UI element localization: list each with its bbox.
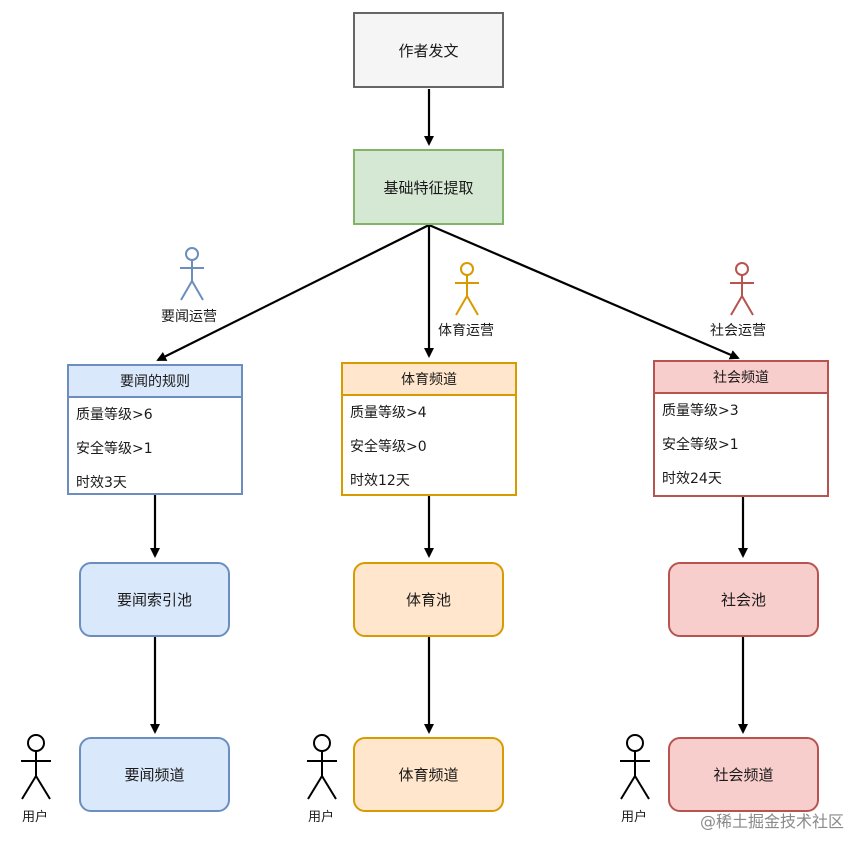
pool-sports: 体育池 <box>353 562 504 637</box>
rule-card-news-quality: 质量等级>6 <box>76 407 153 423</box>
rule-card-sports-quality: 质量等级>4 <box>350 405 427 421</box>
rule-card-sports: 体育频道 质量等级>4 安全等级>0 时效12天 <box>341 362 517 496</box>
rule-card-sports-timeliness: 时效12天 <box>350 473 410 489</box>
channel-news: 要闻频道 <box>79 737 230 812</box>
channel-sports-label: 体育频道 <box>398 766 459 784</box>
operator-social-person-icon <box>730 262 754 316</box>
operator-sports-person-icon <box>455 262 479 316</box>
rule-card-sports-title: 体育频道 <box>401 372 457 388</box>
edge-feature-news <box>156 224 430 361</box>
channel-social-label: 社会频道 <box>713 766 774 784</box>
operator-news-label: 要闻运营 <box>161 309 217 325</box>
pool-news-label: 要闻索引池 <box>116 591 192 609</box>
edge-feature-social <box>428 223 740 360</box>
rule-card-social-header: 社会频道 <box>655 362 827 394</box>
rule-card-social: 社会频道 质量等级>3 安全等级>1 时效24天 <box>653 360 829 497</box>
operator-news-person-icon <box>180 247 204 301</box>
channel-sports: 体育频道 <box>353 737 504 812</box>
operator-social-label: 社会运营 <box>710 323 766 339</box>
user-news-person-icon <box>21 734 51 800</box>
pool-news: 要闻索引池 <box>79 562 230 637</box>
channel-news-label: 要闻频道 <box>124 766 185 784</box>
rule-card-social-quality: 质量等级>3 <box>662 403 739 419</box>
user-social-label: 用户 <box>621 810 648 825</box>
watermark: @稀土掘金技术社区 <box>699 812 844 831</box>
feature-extraction-label: 基础特征提取 <box>383 178 474 197</box>
rule-card-news-safety: 安全等级>1 <box>76 441 153 457</box>
rule-card-sports-header: 体育频道 <box>343 364 515 396</box>
operator-sports-label: 体育运营 <box>438 323 494 339</box>
rule-card-news: 要闻的规则 质量等级>6 安全等级>1 时效3天 <box>67 364 243 495</box>
user-social-person-icon <box>620 734 650 800</box>
author-node: 作者发文 <box>353 12 504 88</box>
pool-social-label: 社会池 <box>720 591 766 609</box>
rule-card-news-timeliness: 时效3天 <box>76 475 127 491</box>
user-news-label: 用户 <box>22 810 49 825</box>
pool-sports-label: 体育池 <box>405 591 451 609</box>
pool-social: 社会池 <box>668 562 819 637</box>
rule-card-news-header: 要闻的规则 <box>69 366 241 398</box>
user-sports-person-icon <box>307 734 337 800</box>
rule-card-news-title: 要闻的规则 <box>120 374 190 390</box>
user-sports-label: 用户 <box>308 810 335 825</box>
rule-card-social-timeliness: 时效24天 <box>662 471 722 487</box>
author-node-label: 作者发文 <box>398 41 459 60</box>
rule-card-social-safety: 安全等级>1 <box>662 437 739 453</box>
channel-social: 社会频道 <box>668 737 819 812</box>
rule-card-sports-safety: 安全等级>0 <box>350 439 427 455</box>
rule-card-social-title: 社会频道 <box>713 370 769 386</box>
feature-extraction-node: 基础特征提取 <box>353 149 504 225</box>
